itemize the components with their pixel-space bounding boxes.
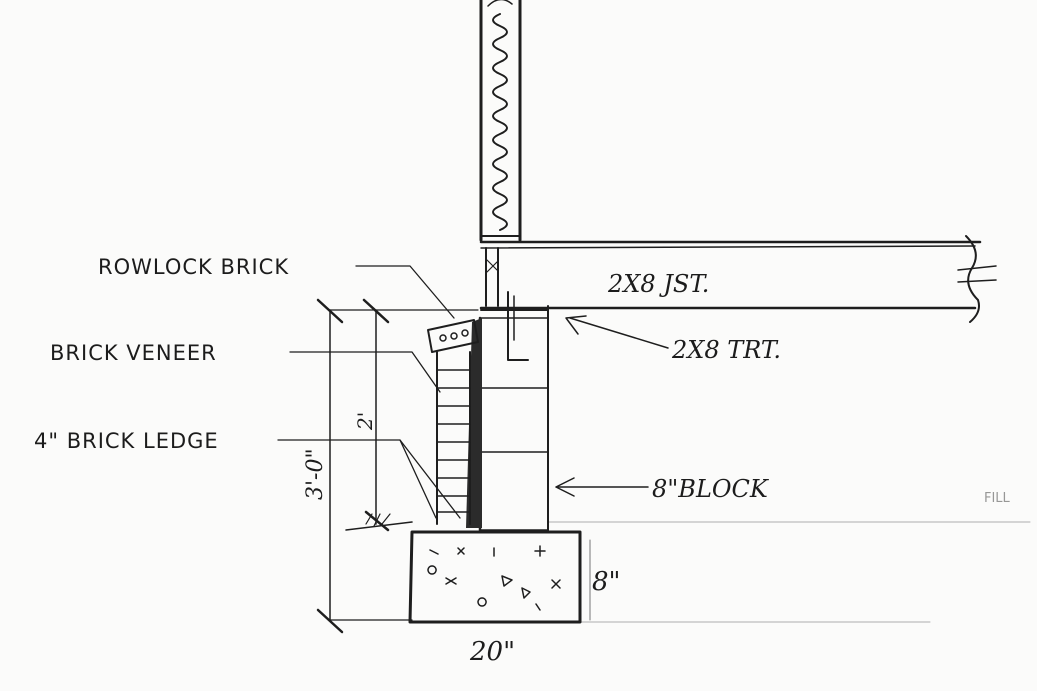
- leader-lines: [277, 265, 669, 519]
- fill-label: FILL: [984, 491, 1011, 506]
- concrete-footing: [408, 530, 582, 624]
- veneer-height-dimension: 2': [353, 412, 377, 431]
- footing-depth-dimension: 8": [592, 567, 621, 597]
- brick-veneer: [436, 351, 471, 525]
- joist-label: 2X8 JST.: [607, 270, 709, 298]
- treated-plate-label: 2X8 TRT.: [671, 336, 781, 364]
- overall-height-dimension: 3'-0": [303, 448, 328, 500]
- brick-veneer-label: BRICK VENEER: [50, 341, 217, 365]
- grade-lines: [345, 513, 1031, 623]
- dimension-lines: [316, 298, 591, 634]
- batt-insulation: [492, 13, 508, 231]
- stud-wall: [479, 0, 522, 242]
- rowlock-brick-label: ROWLOCK BRICK: [98, 255, 289, 279]
- sill-plate-and-anchor: [480, 291, 549, 361]
- brick-ledge-label: 4" BRICK LEDGE: [34, 429, 219, 453]
- footing-width-dimension: 20": [469, 637, 515, 667]
- block-label: 8"BLOCK: [652, 475, 770, 503]
- floor-joist: [479, 235, 997, 323]
- rowlock-brick: [427, 319, 479, 353]
